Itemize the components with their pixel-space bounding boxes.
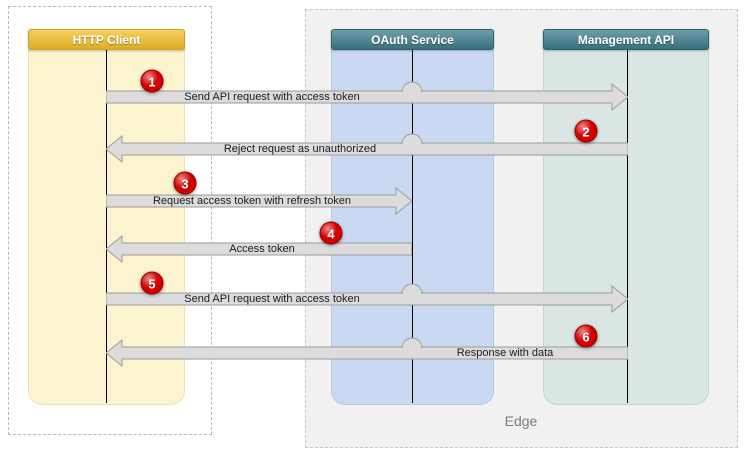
message-arrow-6 bbox=[106, 335, 628, 371]
arrow-right-icon bbox=[106, 81, 628, 112]
step-badge-1: 1 bbox=[140, 69, 164, 93]
message-label-5: Send API request with access token bbox=[184, 293, 360, 305]
lane-header-http-client: HTTP Client bbox=[28, 29, 185, 50]
crossover-hop-icon bbox=[401, 337, 423, 349]
message-label-3: Request access token with refresh token bbox=[152, 195, 352, 207]
lifeline-http-client bbox=[106, 50, 107, 403]
message-arrow-2 bbox=[106, 131, 628, 167]
step-badge-5: 5 bbox=[140, 271, 164, 295]
lifeline-oauth-service bbox=[412, 50, 413, 403]
arrow-left-icon bbox=[106, 234, 412, 264]
crossover-hop-icon bbox=[401, 283, 423, 295]
arrow-right-icon bbox=[106, 283, 628, 314]
crossover-hop-icon bbox=[401, 81, 423, 93]
arrow-right-icon bbox=[106, 186, 412, 216]
step-badge-3: 3 bbox=[173, 171, 197, 195]
message-label-6: Response with data bbox=[456, 347, 554, 359]
message-label-1: Send API request with access token bbox=[184, 91, 360, 103]
step-badge-2: 2 bbox=[574, 119, 598, 143]
lifeline-management-api bbox=[627, 50, 628, 403]
arrow-left-icon bbox=[106, 337, 628, 368]
message-arrow-5 bbox=[106, 281, 628, 317]
message-arrow-1 bbox=[106, 79, 628, 115]
message-arrow-4 bbox=[106, 231, 412, 267]
lane-header-management-api: Management API bbox=[543, 29, 709, 50]
message-label-4: Access token bbox=[229, 243, 295, 255]
arrow-left-icon bbox=[106, 133, 628, 164]
step-badge-6: 6 bbox=[574, 324, 598, 348]
lane-header-oauth-service: OAuth Service bbox=[331, 29, 494, 50]
message-label-2: Reject request as unauthorized bbox=[223, 143, 377, 155]
edge-label: Edge bbox=[504, 413, 538, 429]
crossover-hop-icon bbox=[401, 133, 423, 145]
step-badge-4: 4 bbox=[319, 221, 343, 245]
message-arrow-3 bbox=[106, 183, 412, 219]
